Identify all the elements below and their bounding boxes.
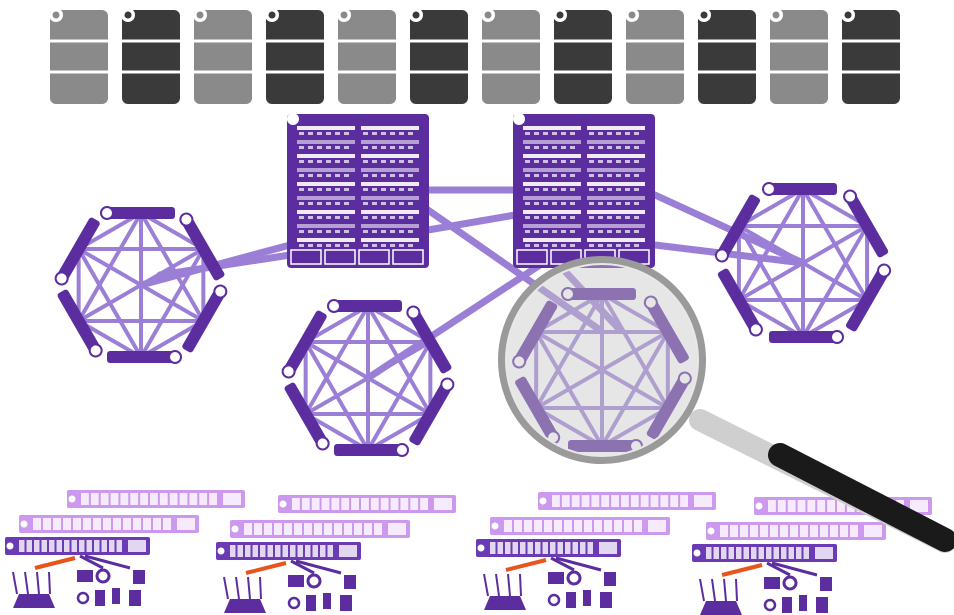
access-switch-icon [692,544,837,562]
cable [295,559,342,575]
wireless-access-point-icon [223,576,266,613]
wireless-access-point-icon [12,571,55,608]
wireless-access-point-icon [699,578,742,615]
access-switch-icon [538,492,716,510]
server-icon [841,8,900,104]
mesh-link [303,341,370,451]
endpoint-devices [76,568,145,606]
cable [290,559,315,575]
mesh-link [535,406,603,448]
access-switch-icon [278,495,456,513]
server-icon [625,8,684,104]
ring-switch-icon [769,330,844,344]
uplink-cable [721,563,763,577]
switch-rings [54,182,892,457]
mesh-link [737,187,805,228]
ring-switch-icon [406,305,452,374]
ring-switch-icon [54,217,100,286]
cable [84,554,131,570]
core-switch-right [513,113,655,268]
ring-switch-icon [843,189,889,258]
server-row [49,8,900,104]
mesh-link [737,298,805,339]
mesh-link [76,248,143,358]
ring-left [54,206,228,364]
mesh-link [304,340,432,416]
mesh-link [77,247,205,323]
magnifying-glass-icon [498,256,954,553]
ring-switch-icon [512,300,558,369]
ring-right [714,182,892,344]
wireless-access-point-icon [483,573,526,610]
server-icon [697,8,756,104]
server-icon [553,8,612,104]
ring-center [281,299,455,457]
ring-switch-icon [281,310,327,379]
ring-switch-icon [284,382,330,451]
mesh-link [535,292,603,334]
cable [550,556,575,572]
core-switches [287,113,655,268]
edge-cluster-1 [5,490,245,608]
mesh-link [601,292,669,334]
edge-clusters [5,490,932,615]
cable [79,554,104,570]
ring-switch-icon [561,287,636,301]
access-switch-icon [490,517,670,535]
ring-switch-icon [179,212,225,281]
endpoint-devices [547,570,616,608]
server-icon [337,8,396,104]
ring-switch-icon [182,284,228,353]
uplink [156,251,294,279]
mesh-link [801,187,869,228]
server-icon [769,8,828,104]
access-switch-icon [230,520,410,538]
cable [766,561,791,577]
ring-switch-icon [643,295,689,364]
server-icon [481,8,540,104]
ring-switch-icon [334,443,409,457]
ring-switch-icon [327,299,402,313]
ring-switch-icon [107,350,182,364]
server-icon [409,8,468,104]
ring-switch-icon [409,377,455,446]
endpoint-devices [763,575,832,613]
cable [555,556,602,572]
access-switch-icon [67,490,245,508]
server-icon [49,8,108,104]
uplink-cable [245,561,287,575]
access-switch-icon [706,522,886,540]
server-icon [121,8,180,104]
ring-magnified [512,287,692,453]
ring-switch-icon [714,194,761,263]
uplink-cable [505,558,547,572]
edge-cluster-3 [476,492,716,610]
access-switch-icon [5,537,150,555]
uplink-cable [34,556,76,570]
ring-switch-icon [646,371,692,440]
mesh-link [535,330,669,410]
ring-switch-icon [100,206,175,220]
ring-switch-icon [845,263,892,332]
mesh-link [737,225,805,338]
mesh-link [801,298,869,339]
core-switch-left [287,113,429,268]
server-icon [193,8,252,104]
uplink [651,191,807,267]
access-switch-icon [216,542,361,560]
edge-cluster-2 [216,495,456,613]
cable [771,561,818,577]
access-switch-icon [476,539,621,557]
ring-switch-icon [717,268,763,337]
mesh-link [737,224,869,302]
endpoint-devices [287,573,356,611]
ring-switch-icon [762,182,837,196]
uplink [424,211,519,234]
server-icon [265,8,324,104]
ring-switch-icon [57,289,103,358]
mesh-link [601,406,669,448]
access-switch-icon [19,515,199,533]
mesh-link [534,330,604,448]
